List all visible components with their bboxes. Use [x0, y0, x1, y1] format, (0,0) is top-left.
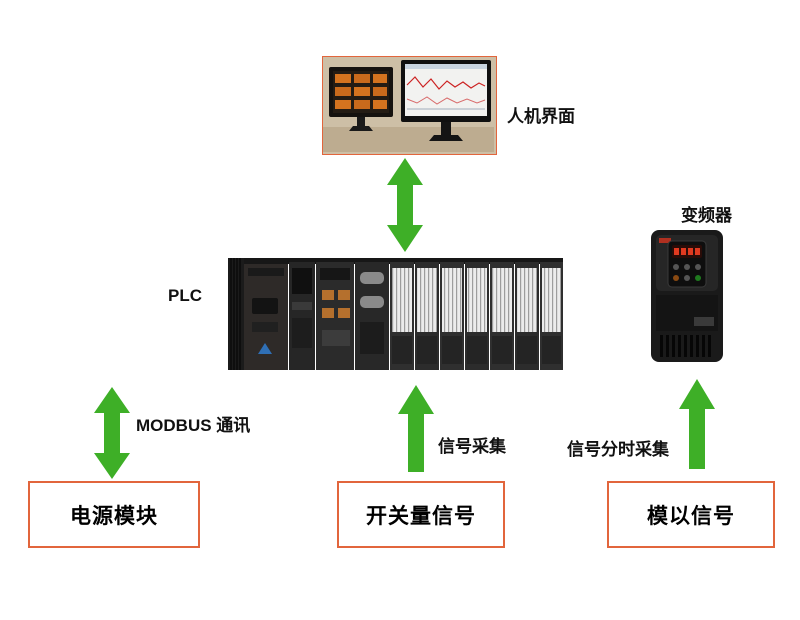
vfd-graphic	[651, 230, 723, 362]
plc-rack-image	[228, 252, 563, 377]
digital-readouts-icon	[335, 74, 387, 109]
hmi-monitors-graphic	[323, 57, 494, 152]
vfd-image	[648, 227, 726, 365]
switch-signal-box: 开关量信号	[337, 481, 505, 548]
trend-curves-icon	[406, 76, 486, 110]
analog-signal-box-label: 模以信号	[647, 504, 735, 528]
switch-signal-up-arrow-icon	[398, 385, 434, 472]
vent-grille-icon	[660, 335, 711, 357]
hmi-label: 人机界面	[507, 107, 575, 126]
hmi-plc-double-arrow-icon	[387, 158, 423, 252]
modbus-label: MODBUS 通讯	[136, 416, 251, 435]
plc-rack-graphic	[228, 258, 563, 370]
led-display-icon	[674, 248, 700, 255]
analog-signal-box: 模以信号	[607, 481, 775, 548]
analog-signal-up-arrow-icon	[679, 379, 715, 469]
plc-label: PLC	[168, 286, 202, 305]
switch-signal-box-label: 开关量信号	[366, 504, 476, 528]
power-module-box-label: 电源模块	[70, 504, 158, 528]
modbus-double-arrow-icon	[94, 387, 130, 479]
vfd-label: 变频器	[681, 206, 732, 225]
power-module-box: 电源模块	[28, 481, 200, 548]
signal-timeshare-label: 信号分时采集	[567, 440, 669, 459]
signal-collect-label: 信号采集	[438, 437, 506, 456]
hmi-monitors-image	[322, 56, 497, 155]
keypad-buttons-icon	[673, 264, 701, 281]
